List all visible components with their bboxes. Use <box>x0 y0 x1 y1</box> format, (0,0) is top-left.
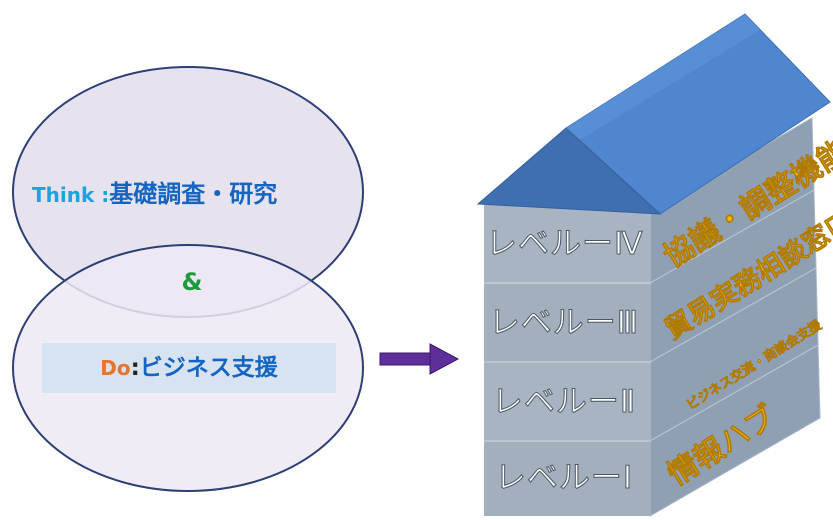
arrow-right-icon <box>379 343 460 375</box>
ampersand-label: & <box>181 268 203 296</box>
building-front <box>484 204 651 516</box>
side-wall-floor-lines <box>649 189 819 442</box>
think-label: Think :基礎調査・研究 <box>32 176 352 212</box>
think-label-en: Think : <box>32 183 110 207</box>
level-label-2: レベルーⅡ <box>491 384 637 421</box>
level-label-4: レベルーⅣ <box>486 226 644 263</box>
building-roof <box>476 13 831 215</box>
level-label-3: レベルーⅢ <box>488 305 640 342</box>
do-label: Do:ビジネス支援 <box>42 350 336 386</box>
do-label-ja: ビジネス支援 <box>139 355 278 381</box>
level-label-1: レベルーⅠ <box>494 460 634 497</box>
think-label-ja: 基礎調査・研究 <box>109 180 278 208</box>
do-label-en: Do <box>100 356 131 380</box>
do-label-box <box>42 343 336 393</box>
do-label-sep: : <box>130 355 140 381</box>
